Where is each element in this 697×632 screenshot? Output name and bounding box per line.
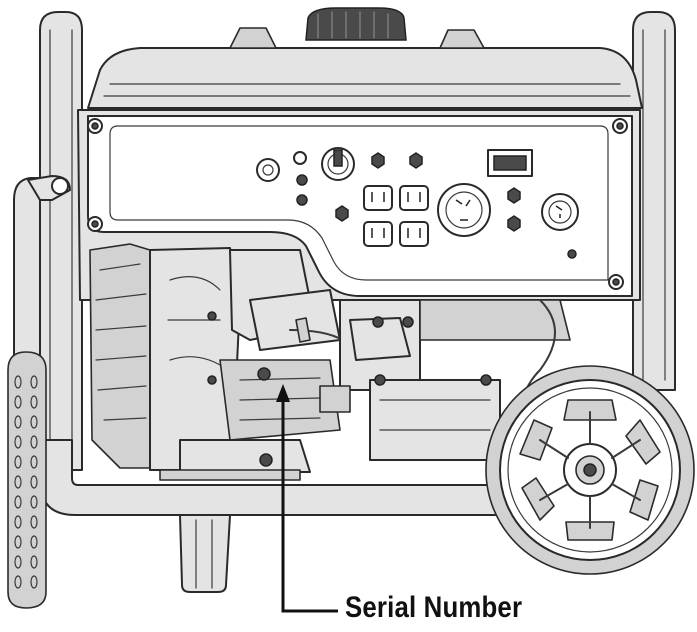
- alternator: [159, 299, 571, 481]
- control-panel: [87, 115, 633, 297]
- circuit-breaker: [321, 147, 355, 181]
- wheel: [485, 365, 695, 575]
- panel-bolt: [296, 174, 308, 186]
- fuel-cap: [305, 7, 407, 41]
- frame-left-post: [39, 11, 83, 471]
- panel-bolt: [296, 194, 308, 206]
- outlet-duplex: [363, 221, 393, 247]
- panel-screw: [608, 274, 624, 290]
- panel-nut: [507, 215, 521, 232]
- serial-number-label: Serial Number: [345, 591, 523, 624]
- panel-nut: [507, 187, 521, 204]
- panel-bolt: [567, 249, 577, 259]
- panel-screw: [87, 216, 103, 232]
- twist-lock-outlet-large: [437, 183, 491, 237]
- support-foot: [179, 514, 231, 593]
- twist-lock-outlet-small: [541, 193, 579, 231]
- panel-screw: [612, 118, 628, 134]
- indicator-light: [293, 151, 307, 165]
- panel-nut: [371, 152, 385, 169]
- outlet-duplex: [399, 221, 429, 247]
- outlet-duplex: [399, 185, 429, 211]
- callout-arrowhead: [276, 384, 290, 402]
- panel-nut: [409, 152, 423, 169]
- engine: [89, 243, 391, 473]
- callout-leader-line: [281, 390, 338, 613]
- panel-knob: [256, 158, 280, 182]
- panel-screw: [87, 118, 103, 134]
- panel-nut: [335, 205, 349, 222]
- fuel-tank: [87, 7, 643, 109]
- frame-right-post: [632, 11, 676, 391]
- handle-grip: [7, 175, 71, 609]
- hour-meter: [487, 149, 533, 177]
- outlet-duplex: [363, 185, 393, 211]
